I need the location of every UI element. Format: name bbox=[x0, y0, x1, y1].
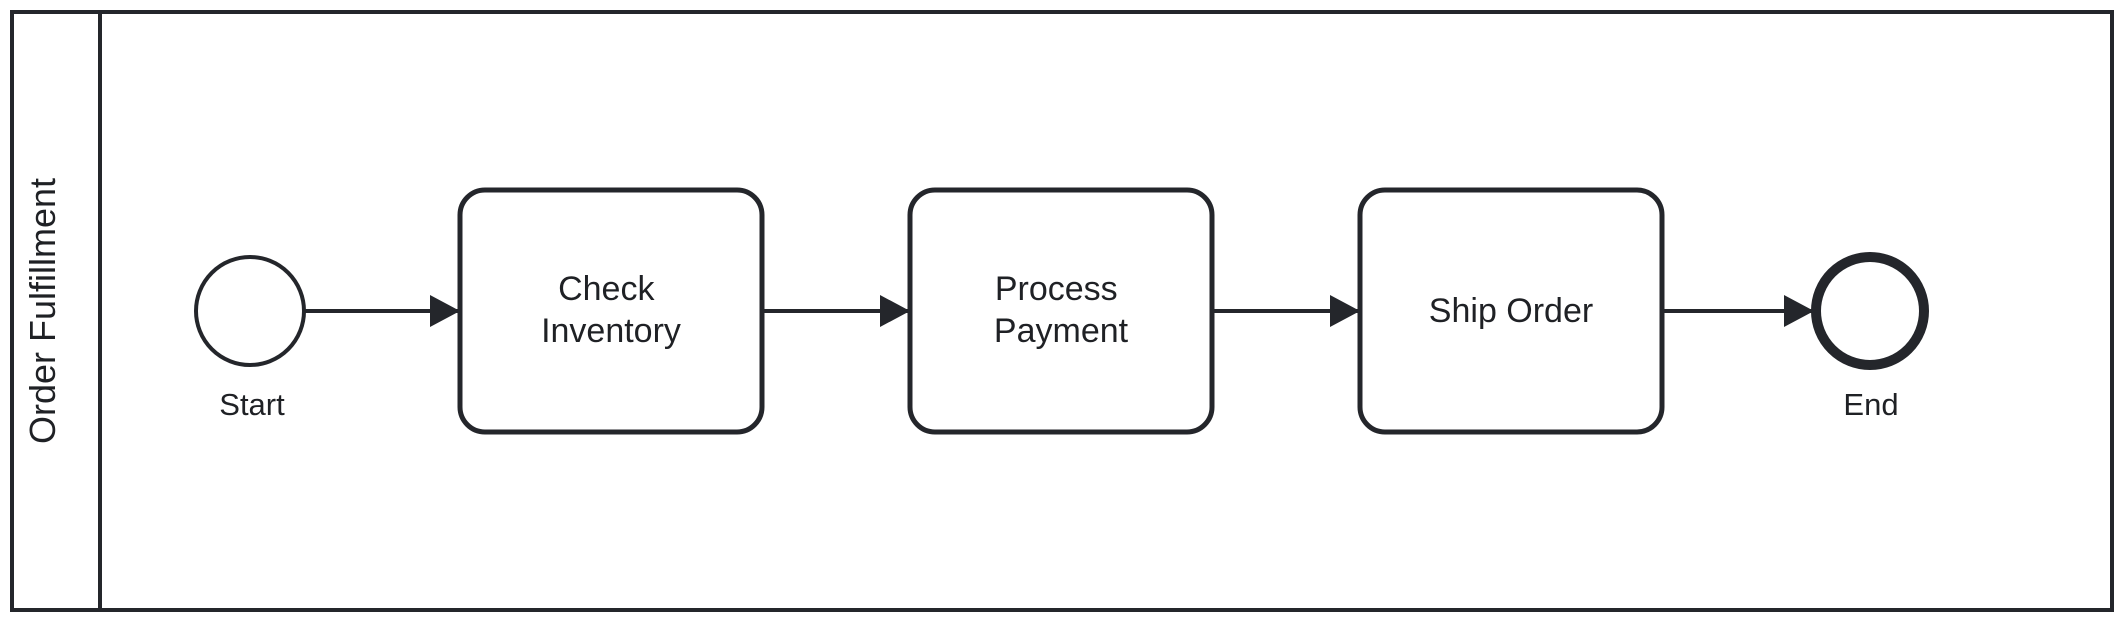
task-process-payment[interactable] bbox=[907, 187, 1215, 435]
task-ship-order-label: Ship Order bbox=[1429, 292, 1593, 330]
task-process-payment-line-1: Process bbox=[995, 270, 1118, 308]
end-event[interactable] bbox=[1811, 252, 1929, 370]
task-ship-order[interactable] bbox=[1357, 187, 1665, 435]
end-event-label: End bbox=[1843, 387, 1898, 422]
start-event-label: Start bbox=[219, 387, 285, 422]
task-check-inventory-label: Check Inventory bbox=[541, 270, 681, 350]
task-process-payment-label: Process Payment bbox=[994, 270, 1129, 350]
start-event[interactable] bbox=[194, 255, 306, 367]
task-check-inventory-line-1: Check bbox=[558, 270, 655, 308]
task-check-inventory-line-2: Inventory bbox=[541, 312, 681, 350]
task-process-payment-line-2: Payment bbox=[994, 312, 1129, 350]
lane-label: Order Fulfillment bbox=[22, 178, 63, 444]
task-check-inventory[interactable] bbox=[457, 187, 765, 435]
